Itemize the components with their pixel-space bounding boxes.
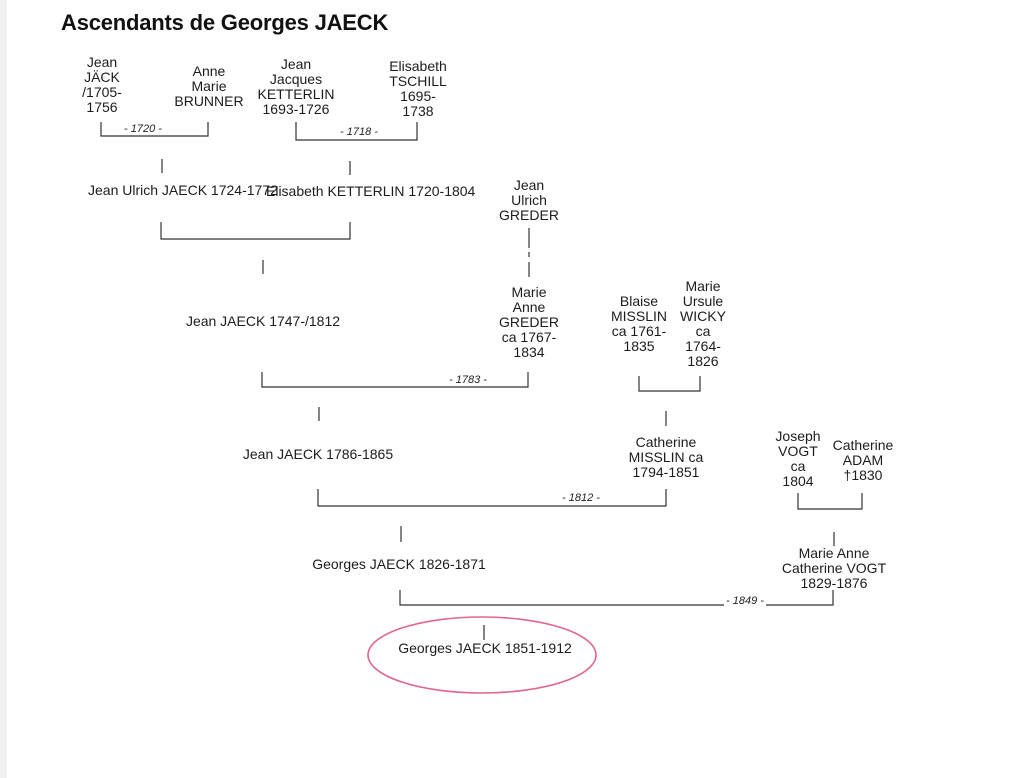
marriage-year-1849: - 1849 - [724, 595, 766, 607]
marriage-bracket-1849 [399, 590, 834, 606]
person-marie-ursule-wicky: Marie Ursule WICKY ca 1764- 1826 [680, 278, 726, 369]
marriage-bracket-gen2 [160, 222, 351, 240]
marriage-year-1783: - 1783 - [447, 374, 489, 386]
person-jean-ulrich-jaeck: Jean Ulrich JAECK 1724-1772 [88, 182, 278, 198]
person-jean-jaeck-1786: Jean JAECK 1786-1865 [242, 446, 394, 462]
marriage-bracket-1783 [261, 372, 529, 388]
highlight-circle [367, 616, 597, 694]
marriage-year-1720: - 1720 - [122, 123, 164, 135]
person-jean-jaeck-1747: Jean JAECK 1747-/1812 [185, 313, 341, 329]
marriage-bracket-1718 [295, 122, 418, 141]
person-elisabeth-tschill: Elisabeth TSCHILL 1695- 1738 [389, 58, 447, 119]
person-georges-jaeck-1826: Georges JAECK 1826-1871 [312, 556, 486, 572]
person-elisabeth-ketterlin: Elisabeth KETTERLIN 1720-1804 [266, 183, 476, 199]
person-jean-jack: Jean JÄCK /1705- 1756 [82, 54, 122, 115]
marriage-year-1812: - 1812 - [560, 492, 602, 504]
marriage-year-1718: - 1718 - [338, 126, 380, 138]
person-georges-jaeck-1851: Georges JAECK 1851-1912 [398, 640, 572, 656]
marriage-bracket-1720 [100, 122, 209, 137]
page-title: Ascendants de Georges JAECK [61, 10, 389, 35]
person-catherine-misslin: Catherine MISSLIN ca 1794-1851 [628, 434, 704, 480]
marriage-bracket-1812 [317, 489, 667, 507]
person-blaise-misslin: Blaise MISSLIN ca 1761- 1835 [610, 293, 667, 354]
person-jean-jacques-ketterlin: Jean Jacques KETTERLIN 1693-1726 [257, 56, 335, 117]
page-edge [0, 0, 7, 778]
person-marie-anne-greder: Marie Anne GREDER ca 1767- 1834 [499, 284, 559, 360]
person-jean-ulrich-greder: Jean Ulrich GREDER [499, 177, 559, 223]
person-joseph-vogt: Joseph VOGT ca 1804 [775, 428, 821, 489]
marriage-bracket-vogt-adam [797, 493, 863, 510]
person-anne-marie-brunner: Anne Marie BRUNNER [174, 63, 244, 109]
person-catherine-adam: Catherine ADAM †1830 [832, 437, 894, 483]
person-marie-anne-catherine-vogt: Marie Anne Catherine VOGT 1829-1876 [781, 545, 887, 591]
marriage-bracket-misslin-wicky [638, 376, 701, 392]
